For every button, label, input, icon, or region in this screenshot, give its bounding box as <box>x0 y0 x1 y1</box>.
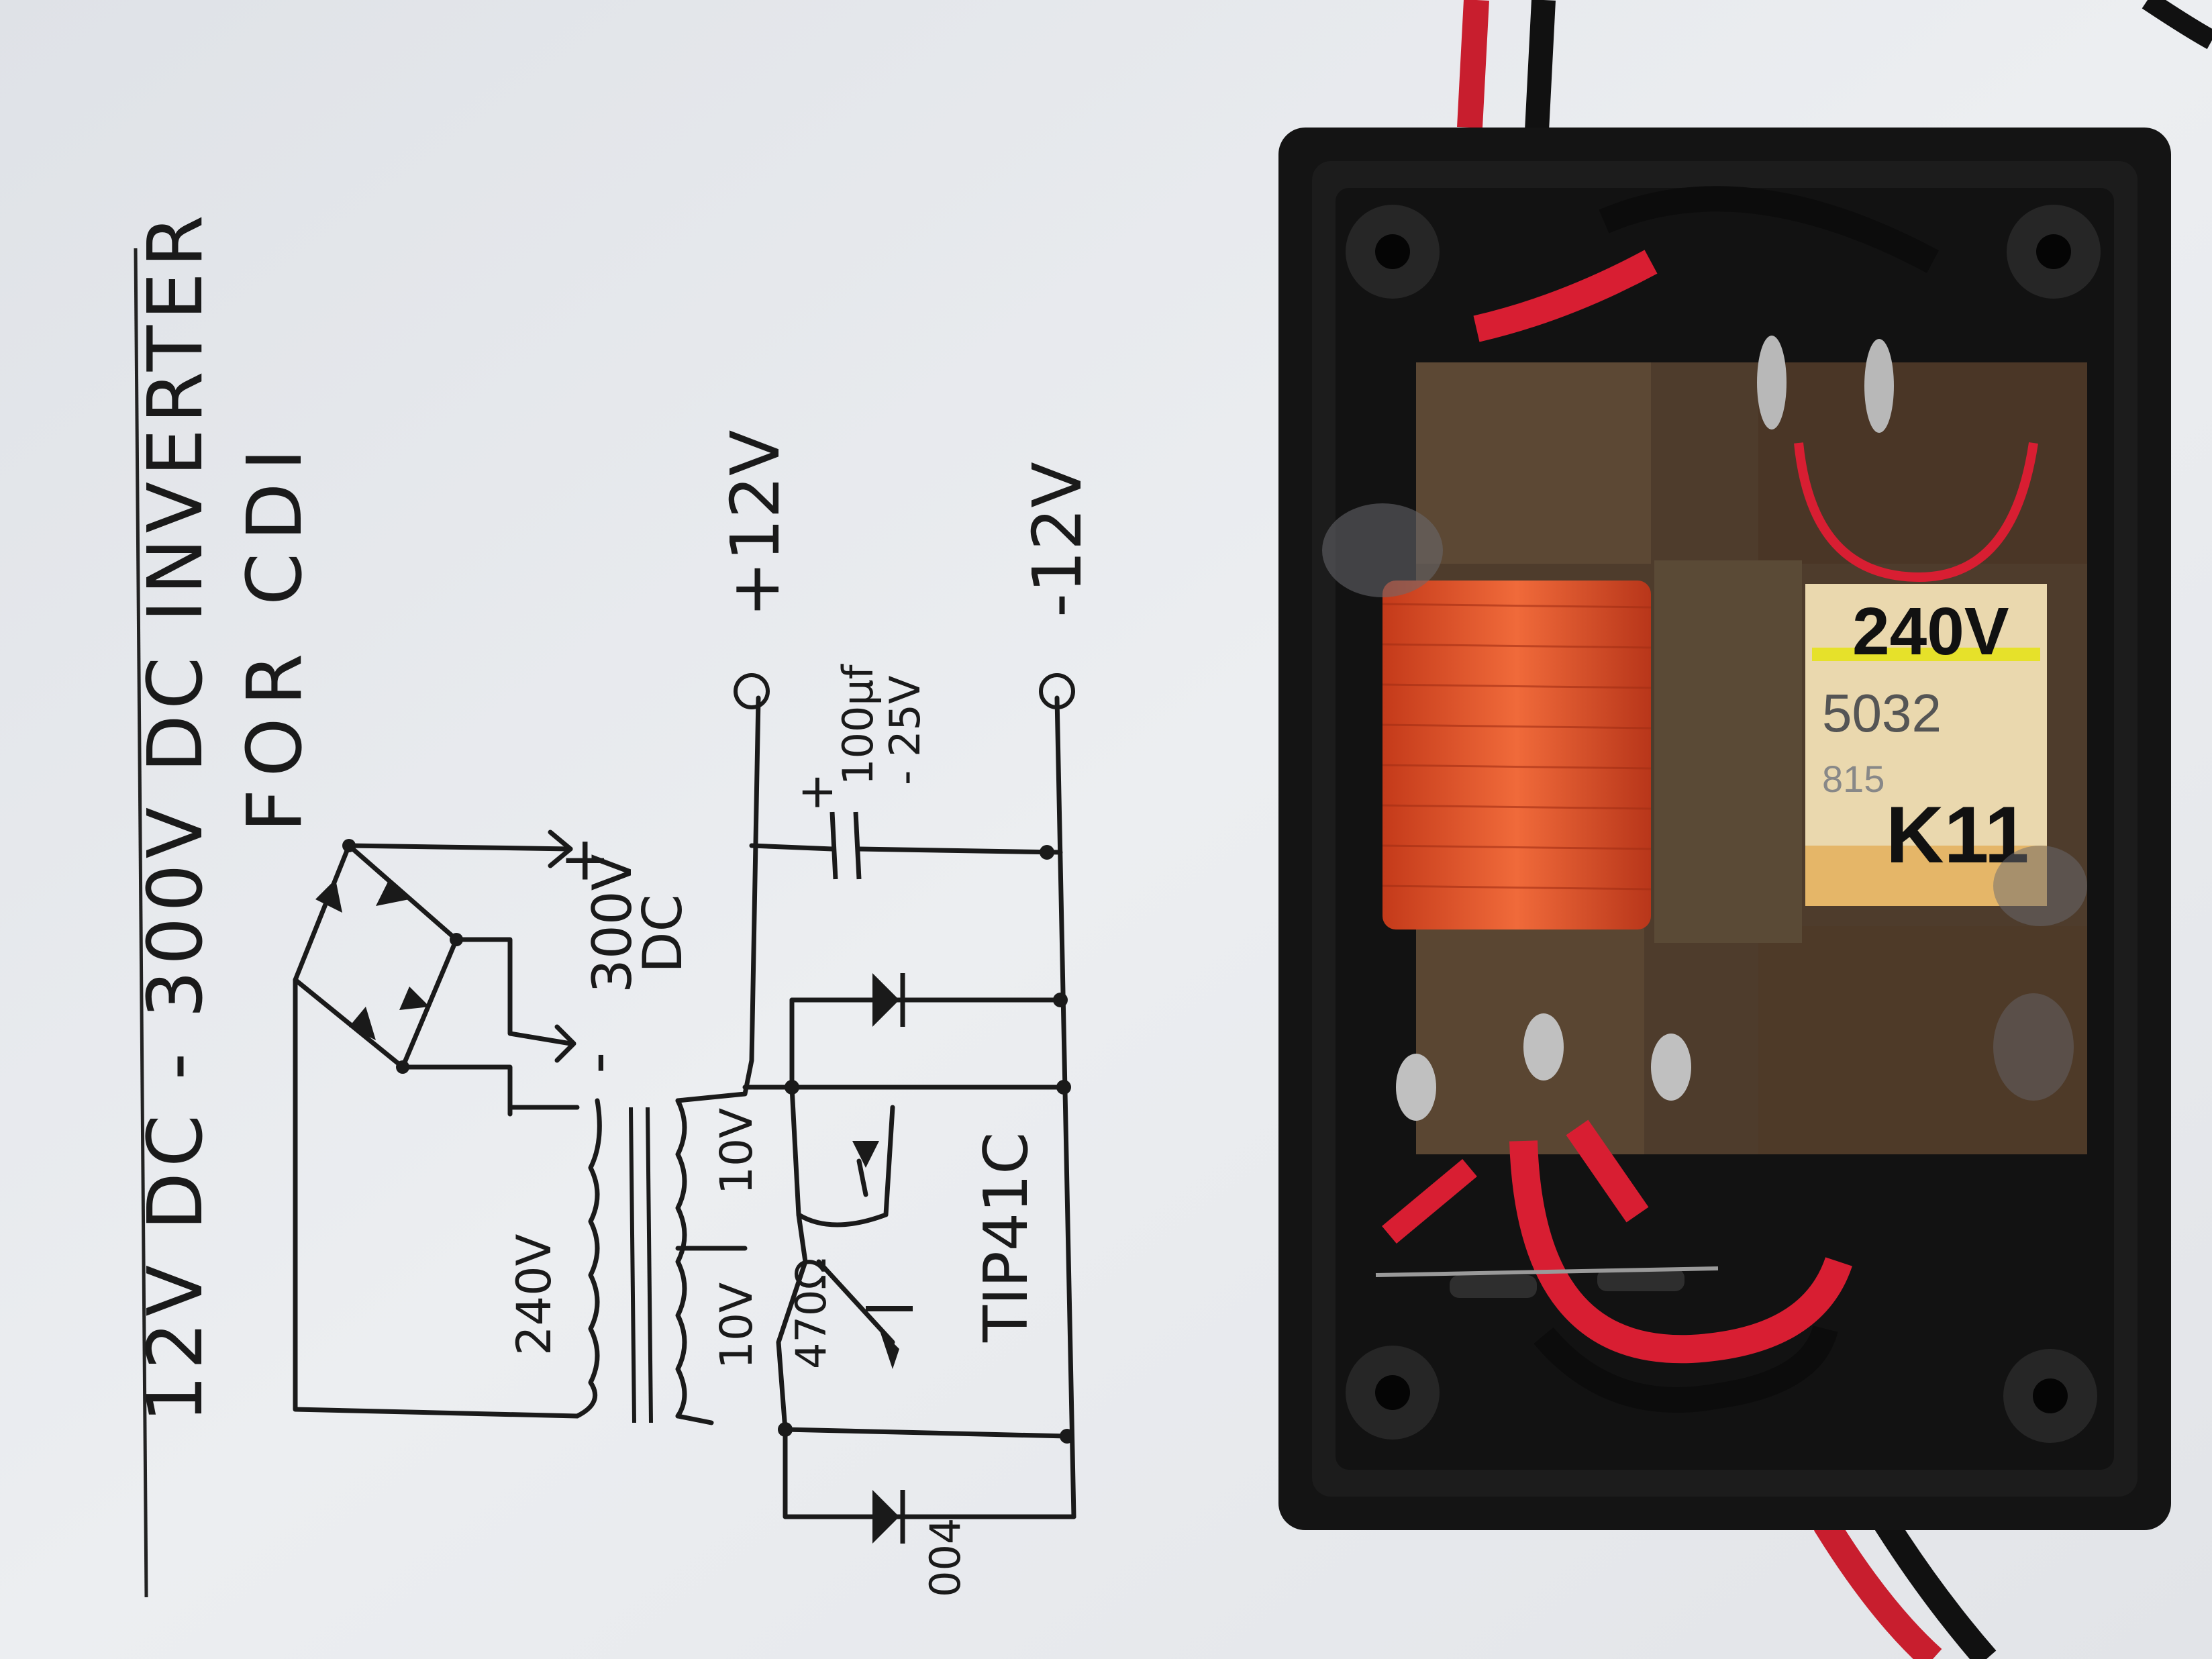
sticker-code: 5032 <box>1822 683 1942 743</box>
transistor-section <box>742 845 1076 1544</box>
internal-red-wire <box>1509 1140 1852 1364</box>
minus-12v-terminal <box>1039 673 1075 709</box>
output-dc: DC <box>632 895 694 973</box>
resistor-label: 470Ω <box>787 1258 836 1369</box>
margin-line <box>134 248 148 1598</box>
transistor-label: TIP41C <box>971 1132 1042 1343</box>
copper-winding <box>1382 581 1651 929</box>
diode-component <box>1450 1275 1537 1298</box>
bottom-red-wire <box>1813 1516 1942 1659</box>
inverter-device: 240V 5032 815 K11 <box>1278 0 2212 1659</box>
plus-12v-terminal <box>734 673 770 709</box>
capacitor-plus: + <box>789 772 844 812</box>
output-plus: + <box>548 836 619 886</box>
top-red-wire <box>1457 0 1489 128</box>
minus-12v-label: -12V <box>1018 462 1097 617</box>
diode-label: 004 <box>921 1518 970 1597</box>
schematic-drawing: 12V DC - 300V DC INVERTER FOR CDI + <box>132 209 1097 1598</box>
capacitor-value: 100µf <box>834 663 883 785</box>
transformer-symbol <box>507 1058 754 1425</box>
bottom-black-wire <box>1874 1516 1997 1659</box>
schematic-title: 12V DC - 300V DC INVERTER <box>132 209 219 1423</box>
sticker-batch: 815 <box>1822 758 1884 800</box>
output-minus: - <box>562 1052 632 1074</box>
plus-12v-label: +12V <box>716 430 795 617</box>
output-voltage: 300V <box>581 854 644 993</box>
bobbin-wall <box>1654 560 1802 943</box>
diode-component <box>1597 1268 1685 1291</box>
tap-upper: 10V <box>711 1108 762 1195</box>
tap-lower: 10V <box>711 1283 762 1369</box>
top-black-wire <box>1525 0 1556 132</box>
capacitor-rating: - 25V <box>881 676 929 785</box>
capacitor-symbol <box>749 811 1063 880</box>
bridge-rectifier <box>293 830 580 1419</box>
secondary-voltage: 240V <box>507 1234 562 1356</box>
sticker-voltage: 240V <box>1852 594 2009 669</box>
schematic-subtitle: FOR CDI <box>232 437 319 832</box>
